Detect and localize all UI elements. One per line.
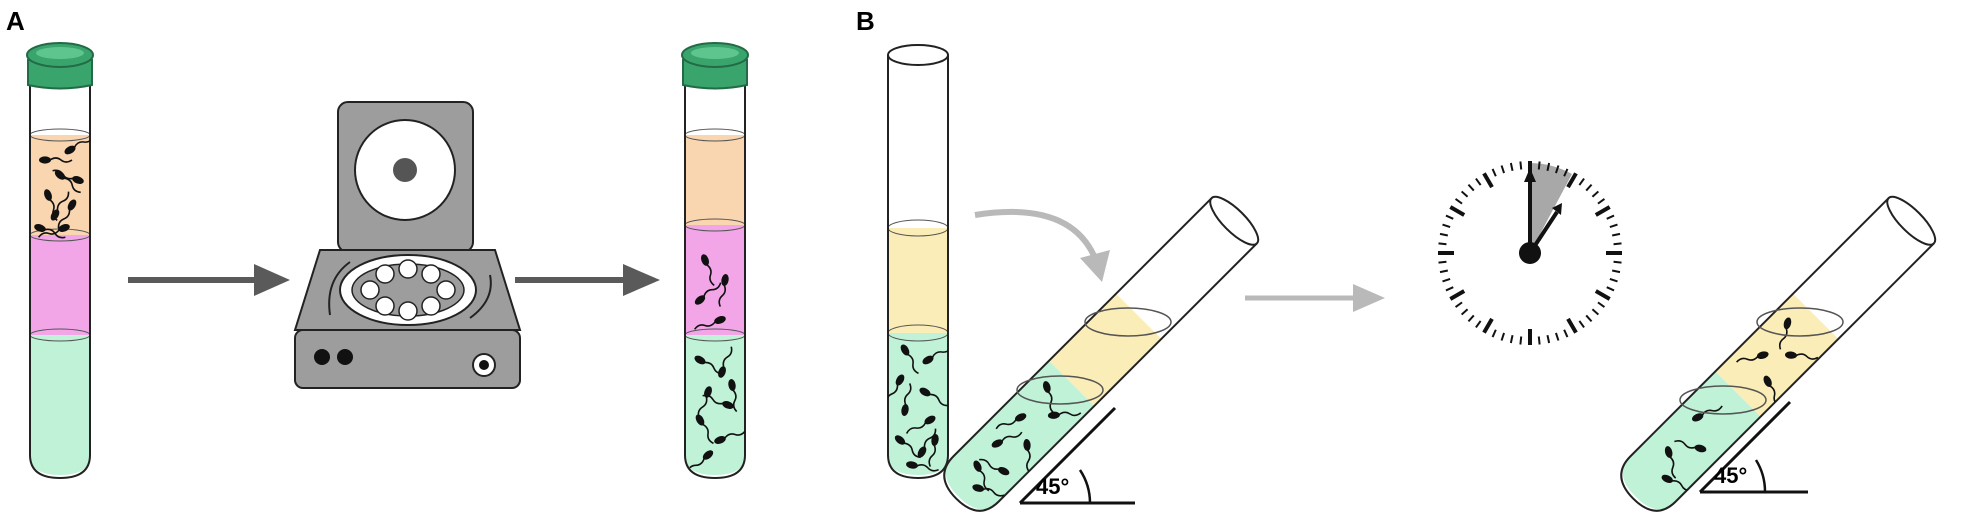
clock-minute-tick (1606, 214, 1615, 220)
tube-upright-layered (887, 44, 949, 480)
arrow-icon (1245, 284, 1385, 312)
clock-minute-tick (1500, 165, 1505, 174)
clock-minute-tick (1442, 278, 1451, 283)
clock-hour-tick (1449, 205, 1466, 217)
tube-tilted-second (1612, 195, 1937, 520)
clock-minute-tick (1606, 286, 1615, 292)
clock-minute-tick (1546, 162, 1551, 172)
layer-yellow (888, 228, 948, 333)
arrow-icon (128, 264, 290, 296)
clock-hour-tick (1449, 289, 1466, 301)
arrow-icon (515, 264, 660, 296)
clock-minute-tick (1519, 336, 1523, 345)
layer-green (888, 333, 948, 475)
clock-minute-tick (1537, 336, 1541, 345)
clock-minute-tick (1438, 242, 1447, 246)
clock-minute-tick (1609, 278, 1618, 283)
layer-middle (685, 225, 745, 335)
clock-minute-tick (1597, 301, 1606, 308)
clock-minute-tick (1611, 269, 1621, 274)
clock-minute-tick (1591, 308, 1600, 316)
clock-minute-tick (1454, 198, 1463, 205)
clock-minute-tick (1475, 177, 1482, 186)
clock-hour-tick (1566, 172, 1578, 189)
clock-minute-tick (1597, 198, 1606, 205)
layer-boundary (1756, 307, 1844, 337)
clock-minute-tick (1519, 161, 1523, 170)
clock-minute-tick (1611, 232, 1621, 237)
clock-minute-tick (1537, 161, 1541, 170)
tube-cap-icon (681, 42, 749, 90)
clock-minute-tick (1445, 214, 1454, 220)
clock-minute-tick (1563, 329, 1569, 338)
clock-minute-tick (1500, 332, 1505, 341)
layer-medium-middle (30, 235, 90, 335)
tube-after-centrifugation (681, 42, 749, 480)
clock-minute-tick (1563, 168, 1569, 177)
clock-minute-tick (1509, 162, 1514, 172)
clock-minute-tick (1546, 334, 1551, 344)
clock-minute-tick (1442, 223, 1451, 228)
clock-hour-tick (1594, 289, 1611, 301)
clock-minute-tick (1578, 320, 1585, 329)
clock-minute-tick (1609, 223, 1618, 228)
clock-elapsed-wedge (1530, 163, 1572, 253)
angle-indicator: 45° (1698, 400, 1808, 494)
clock-hour-tick (1566, 317, 1578, 334)
clock-minute-tick (1467, 314, 1475, 323)
clock-icon (1437, 160, 1623, 346)
panel-label-b: B (856, 6, 875, 36)
layer-boundary (1084, 307, 1172, 337)
clock-minute-tick (1475, 320, 1482, 329)
layer-top (685, 135, 745, 225)
panel-label-a: A (6, 6, 25, 36)
clock-minute-tick (1460, 190, 1469, 198)
clock-minute-tick (1438, 260, 1447, 264)
clock-ticks (1438, 161, 1622, 345)
angle-indicator: 45° (1018, 406, 1135, 505)
layer-semen (30, 135, 90, 235)
clock-minute-tick (1445, 286, 1454, 292)
tube-initial (26, 42, 94, 480)
curved-arrow-icon (974, 208, 1110, 282)
layer-boundary (1679, 385, 1767, 415)
clock-minute-tick (1491, 168, 1497, 177)
clock-minute-tick (1460, 308, 1469, 316)
clock-minute-tick (1491, 329, 1497, 338)
clock-minute-tick (1454, 301, 1463, 308)
clock-hour-tick (1482, 172, 1494, 189)
clock-minute-tick (1613, 260, 1622, 264)
clock-minute-tick (1555, 332, 1560, 341)
clock-minute-tick (1613, 242, 1622, 246)
clock-minute-tick (1585, 183, 1593, 192)
tube-tilted-first (935, 195, 1260, 520)
clock-minute-tick (1439, 232, 1449, 237)
clock-minute-tick (1591, 190, 1600, 198)
clock-minute-tick (1509, 334, 1514, 344)
clock-minute-tick (1439, 269, 1449, 274)
angle-label-second: 45° (1714, 463, 1747, 488)
angle-label-first: 45° (1036, 474, 1069, 499)
clock-minute-tick (1555, 165, 1560, 174)
centrifuge-icon (293, 101, 522, 389)
layer-bottom (685, 335, 745, 475)
clock-minute-tick (1578, 177, 1585, 186)
clock-minute-tick (1585, 314, 1593, 323)
layer-medium-bottom (30, 335, 90, 475)
clock-minute-tick (1467, 183, 1475, 192)
layer-boundary (1016, 375, 1104, 405)
clock-hour-tick (1482, 317, 1494, 334)
tube-cap-icon (26, 42, 94, 90)
clock-hour-tick (1594, 205, 1611, 217)
